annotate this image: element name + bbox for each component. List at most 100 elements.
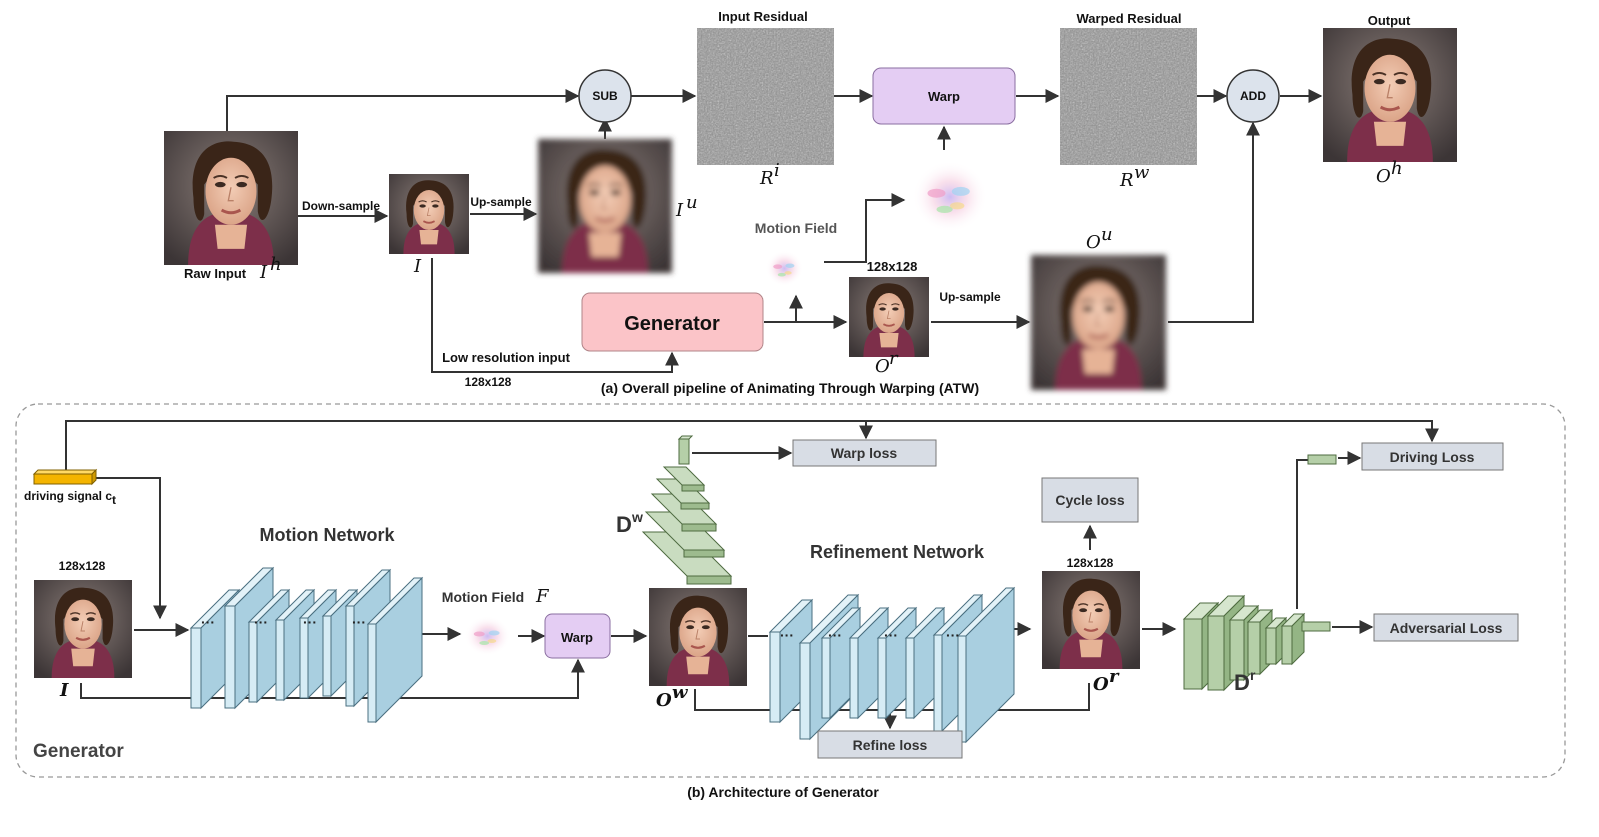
motion-network-label: Motion Network <box>260 525 396 545</box>
dr-output-block-top <box>1307 454 1337 465</box>
ou-image <box>1029 253 1168 392</box>
low-res-input-label: Low resolution input <box>442 350 570 365</box>
motion-layer <box>366 576 424 724</box>
raw-input-symbol: I <box>259 262 268 283</box>
warped-residual-label: Warped Residual <box>1077 11 1182 26</box>
symbol-Or-sup: r <box>889 348 899 369</box>
refine-dots: ··· <box>828 627 842 643</box>
warped-residual-image <box>1060 28 1197 165</box>
symbol-Iu-sup: u <box>686 192 698 213</box>
resolution-label-or: 128x128 <box>867 259 918 274</box>
up-sample-label-1: Up-sample <box>470 195 532 209</box>
edge-ou-to-add <box>1168 121 1260 323</box>
symbol-Ri: R <box>759 168 774 189</box>
input-image-b <box>32 578 134 680</box>
warp-box-top: Warp <box>872 67 1016 125</box>
cycle-loss-label: Cycle loss <box>1055 492 1124 508</box>
edge-I-to-warp <box>80 658 585 699</box>
symbol-Ou: O <box>1086 232 1101 253</box>
raw-input-symbol-sup: h <box>270 254 282 275</box>
warp-box-b: Warp <box>544 613 611 659</box>
add-node: ADD <box>1226 69 1280 123</box>
output-image <box>1321 26 1459 164</box>
generator-dashed-frame <box>15 403 1566 778</box>
edge-driving-to-motion <box>96 477 167 620</box>
upsampled-image <box>536 137 674 275</box>
refinement-network-layers: ··· ··· ··· ··· <box>768 586 1016 744</box>
driving-loss-box: Driving Loss <box>1361 442 1504 471</box>
up-sample-label-2: Up-sample <box>939 290 1001 304</box>
motion-field-image-large <box>905 150 995 240</box>
warp-loss-label: Warp loss <box>831 445 898 461</box>
motion-field-label-top: Motion Field <box>755 220 837 236</box>
low-res-image <box>388 173 470 255</box>
edge-motionfield-to-flow <box>824 193 906 263</box>
or-image <box>848 276 930 358</box>
warp-label-b: Warp <box>561 630 593 645</box>
motion-field-label-b: Motion Field <box>442 589 524 605</box>
motion-field-image-b <box>460 610 515 660</box>
dr-sup: r <box>1250 667 1256 683</box>
symbol-I-b: I <box>59 680 69 701</box>
symbol-Ow: O <box>656 690 672 711</box>
add-label: ADD <box>1240 89 1266 103</box>
motion-field-symbol: F <box>535 586 550 607</box>
dr-discriminator <box>1182 594 1306 692</box>
pipeline-section: SUB ADD Warp Generator Input Residual Wa… <box>162 9 1459 396</box>
edge-raw-to-sub <box>226 89 580 131</box>
input-residual-label: Input Residual <box>718 9 808 24</box>
generator-frame-label: Generator <box>33 741 124 762</box>
or-image-b <box>1040 569 1142 671</box>
caption-b: (b) Architecture of Generator <box>687 784 879 800</box>
dr-layer <box>1280 612 1306 666</box>
dw-sup: w <box>631 509 643 525</box>
architecture-section: driving signal c t 128x128 I Motion Netw… <box>15 403 1566 800</box>
refine-loss-label: Refine loss <box>853 737 928 753</box>
motion-dots: ··· <box>201 614 215 630</box>
refine-layer <box>956 586 1016 744</box>
symbol-Ow-sup: w <box>672 682 689 703</box>
driving-signal-block <box>32 468 98 486</box>
down-sample-label: Down-sample <box>302 199 380 213</box>
refine-loss-box: Refine loss <box>817 730 963 759</box>
raw-input-image <box>162 129 300 267</box>
symbol-Or-b-sup: r <box>1109 666 1120 687</box>
ow-image <box>647 586 749 688</box>
symbol-Oh-sup: h <box>1391 158 1403 179</box>
dw-label: D <box>616 512 632 537</box>
sub-label: SUB <box>592 89 618 103</box>
motion-dots: ··· <box>303 614 317 630</box>
refine-dots: ··· <box>780 627 794 643</box>
resolution-label-low: 128x128 <box>465 375 512 389</box>
adversarial-loss-label: Adversarial Loss <box>1390 620 1503 636</box>
refine-dots: ··· <box>946 627 960 643</box>
symbol-Iu: I <box>675 200 684 221</box>
edge-I-to-gen <box>431 258 679 373</box>
raw-input-label: Raw Input <box>184 266 247 281</box>
refine-dots: ··· <box>884 627 898 643</box>
dr-output-block-bottom <box>1301 621 1331 632</box>
input-residual-image <box>697 28 834 165</box>
warp-label-top: Warp <box>928 89 960 104</box>
refinement-network-label: Refinement Network <box>810 542 985 562</box>
resolution-label-input: 128x128 <box>59 559 106 573</box>
symbol-Or: O <box>875 356 890 377</box>
motion-field-image-small <box>762 245 807 290</box>
generator-box: Generator <box>581 292 764 352</box>
generator-label: Generator <box>624 313 720 335</box>
symbol-Ri-sup: i <box>774 160 780 181</box>
driving-signal-label: driving signal c <box>24 489 112 503</box>
adversarial-loss-box: Adversarial Loss <box>1373 613 1519 642</box>
symbol-Ou-sup: u <box>1101 224 1113 245</box>
symbol-Rw-sup: w <box>1134 162 1150 183</box>
driving-loss-label: Driving Loss <box>1390 449 1475 465</box>
resolution-label-output: 128x128 <box>1067 556 1114 570</box>
dw-output-block <box>677 435 694 465</box>
dr-label: D <box>1234 670 1250 695</box>
motion-network-layers: ············ <box>189 566 424 724</box>
cycle-loss-box: Cycle loss <box>1041 477 1139 523</box>
motion-dots: ··· <box>254 614 268 630</box>
dw-plate <box>662 466 706 492</box>
